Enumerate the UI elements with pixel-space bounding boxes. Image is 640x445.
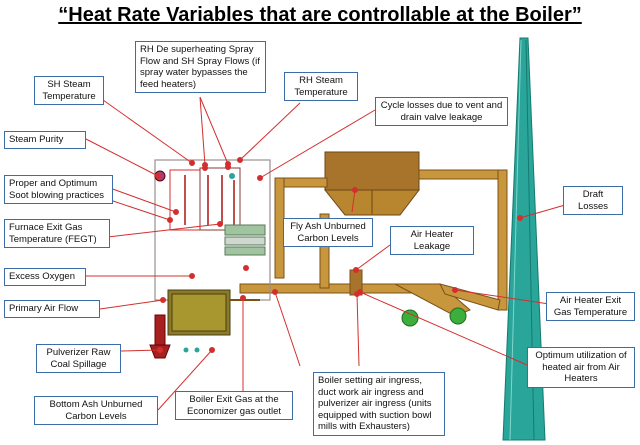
precipitator xyxy=(324,151,420,191)
label-steam-purity: Steam Purity xyxy=(4,131,86,149)
chimney-stack xyxy=(502,37,546,441)
label-excess-oxygen: Excess Oxygen xyxy=(4,268,86,286)
label-boiler-air-ingress: Boiler setting air ingress, duct work ai… xyxy=(313,372,445,436)
label-draft-losses: Draft Losses xyxy=(563,186,623,215)
label-fegt: Furnace Exit Gas Temperature (FEGT) xyxy=(4,219,110,248)
label-air-heater-exit: Air Heater Exit Gas Temperature xyxy=(546,292,635,321)
label-cycle-losses: Cycle losses due to vent and drain valve… xyxy=(375,97,508,126)
label-primary-air-flow: Primary Air Flow xyxy=(4,300,100,318)
label-rh-desuperheating: RH De superheating Spray Flow and SH Spr… xyxy=(135,41,266,93)
fans xyxy=(401,307,467,327)
page-title: “Heat Rate Variables that are controllab… xyxy=(58,4,582,26)
label-fly-ash: Fly Ash Unburned Carbon Levels xyxy=(283,218,373,247)
label-rh-steam-temp: RH Steam Temperature xyxy=(284,72,358,101)
label-bottom-ash: Bottom Ash Unburned Carbon Levels xyxy=(34,396,158,425)
label-pulverizer-spillage: Pulverizer Raw Coal Spillage xyxy=(36,344,121,373)
label-boiler-exit-gas: Boiler Exit Gas at the Economizer gas ou… xyxy=(175,391,293,420)
leader-lines xyxy=(85,96,566,411)
label-sh-steam-temp: SH Steam Temperature xyxy=(34,76,104,105)
label-soot-blowing: Proper and Optimum Soot blowing practice… xyxy=(4,175,113,204)
label-air-heater-leakage: Air Heater Leakage xyxy=(390,226,474,255)
label-optimum-heated-air: Optimum utilization of heated air from A… xyxy=(527,347,635,388)
